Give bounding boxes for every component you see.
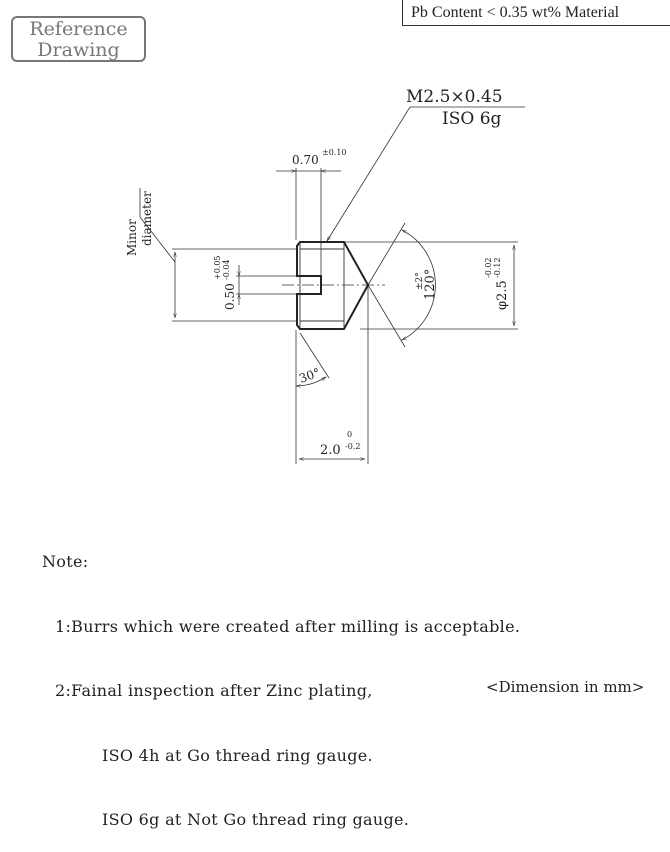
- length-lower: -0.2: [345, 442, 360, 451]
- thread-tolerance: ISO 6g: [442, 109, 502, 129]
- note-2b: ISO 6g at Not Go thread ring gauge.: [102, 810, 410, 829]
- length-upper: 0: [347, 430, 352, 439]
- notes-title: Note:: [42, 552, 89, 571]
- thread-spec: M2.5×0.45: [406, 87, 503, 107]
- notes: Note: 1:Burrs which were created after m…: [42, 508, 520, 852]
- screw-outline: [296, 241, 370, 330]
- note-2a: ISO 4h at Go thread ring gauge.: [102, 745, 373, 765]
- slot-width-value: 0.50: [223, 283, 237, 310]
- callout-leader: [326, 106, 411, 242]
- diameter-upper: -0.02: [484, 257, 493, 278]
- unit-note: <Dimension in mm>: [486, 678, 645, 696]
- minor-label-1: Minor: [125, 219, 139, 256]
- diameter-value: φ2.5: [495, 280, 510, 310]
- note-1: 1:Burrs which were created after milling…: [55, 616, 521, 636]
- length-value: 2.0: [320, 443, 341, 458]
- stamp-line1: Reference: [29, 18, 128, 40]
- material-note: Pb Content < 0.35 wt% Material: [402, 0, 670, 26]
- chamfer-angle: 30°: [297, 365, 322, 385]
- note-2: 2:Fainal inspection after Zinc plating,: [55, 681, 373, 700]
- diameter-lower: -0.12: [493, 257, 502, 278]
- cone-angle-value: 120°: [423, 269, 438, 300]
- minor-label-2: diameter: [140, 191, 154, 246]
- stamp-line2: Drawing: [37, 39, 120, 61]
- slot-depth-value: 0.70: [292, 153, 319, 167]
- slot-width-upper: +0.05: [213, 255, 222, 280]
- slot-width-lower: -0.04: [222, 259, 231, 280]
- reference-drawing-stamp: Reference Drawing: [11, 16, 146, 62]
- cone-angle-tol: ±2°: [415, 272, 425, 290]
- screw-drawing: M2.5×0.45 ISO 6g 0.70 ±0.10 0.50 +0.05 -…: [125, 87, 525, 464]
- slot-depth-tol: ±0.10: [322, 148, 347, 157]
